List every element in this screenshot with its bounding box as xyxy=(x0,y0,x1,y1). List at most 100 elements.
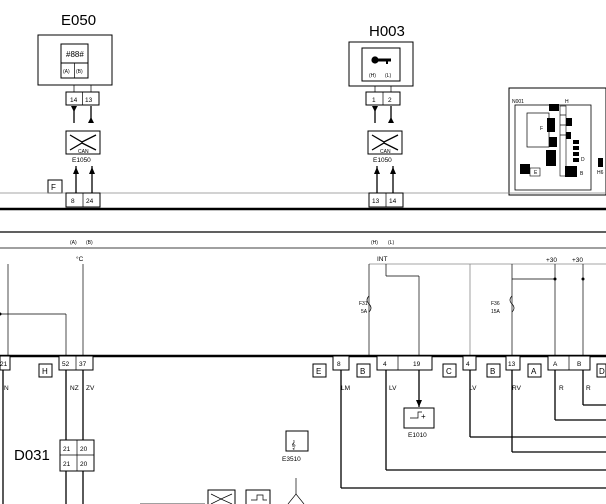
arrow-up-icon xyxy=(388,117,394,123)
fuse-f36-name: F36 xyxy=(491,301,500,307)
pin-21: 21 xyxy=(0,361,8,368)
connector-f-pin-24: 24 xyxy=(86,198,94,205)
signal-temp: °C xyxy=(76,255,84,263)
d031-r1c1: 21 xyxy=(63,446,71,453)
component-e3510[interactable]: 𝄞 E3510 xyxy=(282,430,309,463)
wire-zv: ZV xyxy=(86,385,95,392)
signal-plus30-b: +30 xyxy=(572,257,583,264)
connector-f-pin-14: 14 xyxy=(389,198,397,205)
ecu-bottom-icon xyxy=(207,489,236,504)
tag-d[interactable] xyxy=(596,363,606,378)
e050-display: #88# xyxy=(66,50,84,59)
ecu-left-code: E1050 xyxy=(72,157,91,164)
signal-plus30-a: +30 xyxy=(546,257,557,264)
fuse-f36[interactable]: F36 15A xyxy=(491,295,515,315)
arrow-down-icon xyxy=(416,400,422,407)
sensor-bottom-icon xyxy=(287,493,305,504)
svg-text:D: D xyxy=(581,157,585,163)
tag-c[interactable] xyxy=(442,363,457,378)
component-n001-inset[interactable]: N001 F H C D B E H6 xyxy=(508,87,606,196)
tag-a[interactable] xyxy=(527,363,542,378)
ecu-e1050-left[interactable]: CAN E1050 xyxy=(65,130,101,164)
component-h003[interactable]: H003 (H) (L) 1 2 xyxy=(348,23,414,106)
bus-label-h: (H) xyxy=(371,240,378,246)
d031-title: D031 xyxy=(14,447,50,464)
svg-text:B: B xyxy=(360,367,365,376)
e1010-code: E1010 xyxy=(408,432,427,439)
wire-rv: RV xyxy=(512,385,522,392)
wire-lm: LM xyxy=(341,385,350,392)
svg-text:A: A xyxy=(531,367,537,376)
arrow-up-icon xyxy=(390,167,396,174)
pin-8: 8 xyxy=(337,361,341,368)
fuse-f31-rating: 5A xyxy=(361,309,368,315)
d031-r1c2: 20 xyxy=(80,446,88,453)
pin-a: A xyxy=(553,361,558,368)
component-d031[interactable]: D031 21 20 21 20 xyxy=(14,439,95,472)
arrow-up-icon xyxy=(374,167,380,174)
pin-4b: 4 xyxy=(466,361,470,368)
arrow-down-icon xyxy=(71,106,77,112)
fuse-f31[interactable]: F31 5A xyxy=(359,295,372,315)
svg-text:H6: H6 xyxy=(597,170,604,176)
tag-b[interactable] xyxy=(356,363,371,378)
e050-title: E050 xyxy=(61,12,96,29)
svg-text:B: B xyxy=(490,367,495,376)
e050-conn-14: 14 xyxy=(70,97,78,104)
component-e050[interactable]: E050 #88# (A) (B) 14 13 xyxy=(37,12,113,106)
h003-conn-1: 1 xyxy=(372,97,376,104)
arrow-down-icon xyxy=(372,106,378,112)
h003-pin-l: (L) xyxy=(385,73,391,79)
fuse-f31-name: F31 xyxy=(359,301,368,307)
h003-title: H003 xyxy=(369,23,405,40)
e3510-code: E3510 xyxy=(282,456,301,463)
tag-e[interactable] xyxy=(312,363,327,378)
relay-bottom-icon xyxy=(245,489,271,504)
ecu-e1050-right[interactable]: CAN E1050 xyxy=(367,130,403,164)
svg-text:E: E xyxy=(316,367,321,376)
wire-r-2: R xyxy=(586,385,591,392)
svg-text:C: C xyxy=(446,367,452,376)
wire-lv-2: LV xyxy=(469,385,477,392)
bus-label-b: (B) xyxy=(86,240,93,246)
component-e1010[interactable]: + E1010 xyxy=(403,407,435,439)
svg-text:D: D xyxy=(599,367,605,376)
fuse-f36-rating: 15A xyxy=(491,309,501,315)
e050-pin-b: (B) xyxy=(76,69,83,75)
music-note-icon: 𝄞 xyxy=(291,440,296,449)
wire-r-1: R xyxy=(559,385,564,392)
ecu-right-code: E1050 xyxy=(373,157,392,164)
svg-text:C: C xyxy=(551,142,555,148)
d031-r2c1: 21 xyxy=(63,461,71,468)
ecu-left-small: CAN xyxy=(78,149,89,155)
pin-13: 13 xyxy=(508,361,516,368)
pin-19: 19 xyxy=(413,361,421,368)
bus-label-l: (L) xyxy=(388,240,394,246)
tag-h[interactable] xyxy=(38,363,53,378)
h003-pin-h: (H) xyxy=(369,73,376,79)
pin-b: B xyxy=(577,361,581,368)
key-icon xyxy=(371,56,391,64)
signal-int: INT xyxy=(377,256,388,263)
h003-conn-2: 2 xyxy=(388,97,392,104)
svg-text:E: E xyxy=(534,170,538,176)
tag-b2[interactable] xyxy=(486,363,501,378)
wire-n: N xyxy=(4,385,9,392)
connector-f-pin-13: 13 xyxy=(372,198,380,205)
wire-lv: LV xyxy=(389,385,397,392)
arrow-up-icon xyxy=(88,117,94,123)
e050-pin-a: (A) xyxy=(63,69,70,75)
plus-icon: + xyxy=(421,412,426,421)
d031-r2c2: 20 xyxy=(80,461,88,468)
svg-text:F: F xyxy=(540,126,543,132)
pin-52: 52 xyxy=(62,361,70,368)
svg-text:H: H xyxy=(42,367,48,376)
connector-f-label: F xyxy=(51,183,56,192)
n001-title: N001 xyxy=(512,99,524,105)
arrow-up-icon xyxy=(89,167,95,174)
ecu-right-small: CAN xyxy=(380,149,391,155)
wire-nz: NZ xyxy=(70,385,79,392)
pin-37: 37 xyxy=(79,361,87,368)
svg-text:H: H xyxy=(565,99,569,105)
